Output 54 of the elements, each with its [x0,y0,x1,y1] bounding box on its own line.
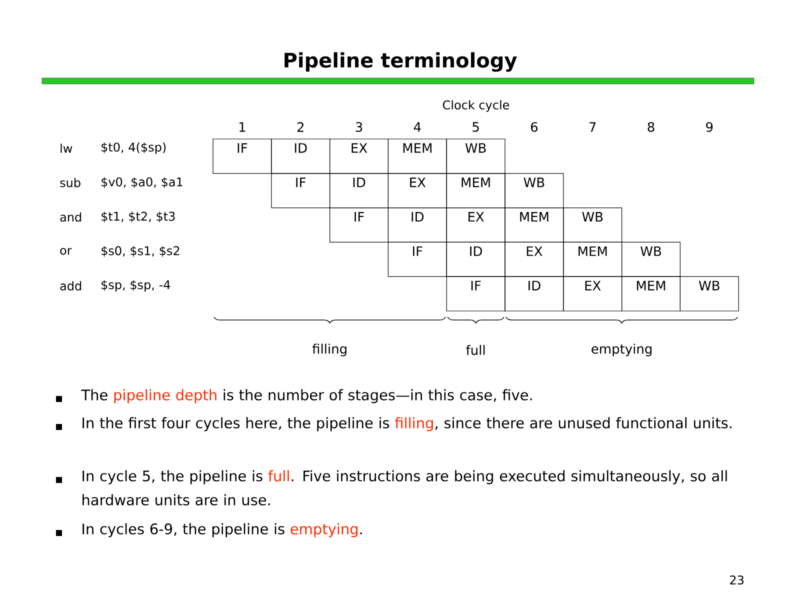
instruction-opcode: or [60,248,72,255]
instruction-operands: $t1, $t2, $t3 [102,212,175,222]
stage-cell: MEM [622,276,680,312]
stage-cell: IF [388,242,447,277]
stage-cell: EX [388,173,447,208]
page-number: 23 [730,575,744,585]
instruction-opcode: and [60,212,82,222]
stage-cell: WB [504,173,564,208]
instruction-opcode: lw [60,144,72,153]
stage-cell: EX [504,242,564,277]
stage-cell: MEM [388,138,447,174]
instruction-operands: $s0, $s1, $s2 [102,246,180,257]
brace-label: full [466,344,485,356]
stage-cell: ID [271,138,330,174]
stage-cell: WB [563,208,622,242]
stage-cell: MEM [504,208,564,242]
instruction-operands: $v0, $a0, $a1 [102,177,182,188]
bullet-text: In cycles 6-9, the pipeline is emptying . [82,523,362,538]
brace-label: emptying [592,344,652,356]
cycle-number: 5 [472,122,479,132]
stage-cell: ID [504,276,564,312]
cycle-number: 9 [706,122,713,132]
cycle-number: 1 [240,122,246,132]
title: Pipeline terminology [284,52,517,72]
bullet-text: In the first four cycles here, the pipeline is filling , since there are unused functional units. [82,417,732,432]
cycle-number: 2 [297,122,304,132]
instruction-opcode: add [60,281,82,290]
stage-cell: IF [212,138,272,174]
stage-cell: WB [680,276,739,312]
bullet-text: In cycle 5, the pipeline is full . Five instructions are being executed simultaneously, so all hardware units are in use. [82,470,727,506]
instruction-operands: $sp, $sp, -4 [102,280,170,292]
stage-cell: ID [446,242,506,277]
stage-cell: MEM [563,242,622,277]
bullet-text: The pipeline depth is the number of stages—in this case, five. [81,389,532,404]
stage-cell: EX [446,208,506,242]
stage-cell: EX [330,138,388,174]
cycle-number: 3 [356,122,362,132]
instruction-operands: $t0, 4($sp) [102,142,166,154]
cycle-number: 4 [414,122,421,132]
stage-cell: IF [271,173,330,208]
stage-cell: IF [446,276,506,312]
stage-cell: WB [446,138,506,174]
stage-cell: IF [330,208,388,242]
instruction-opcode: sub [60,178,80,188]
cycle-number: 8 [648,122,654,132]
stage-cell: WB [622,242,680,277]
stage-cell: ID [330,173,388,208]
brace-label: filling [312,344,346,356]
cycle-number: 7 [590,122,596,132]
axis-title: Clock cycle [442,100,510,112]
stage-cell: ID [388,208,447,242]
cycle-number: 6 [530,122,538,132]
stage-cell: MEM [446,173,506,208]
stage-cell: EX [563,276,622,312]
